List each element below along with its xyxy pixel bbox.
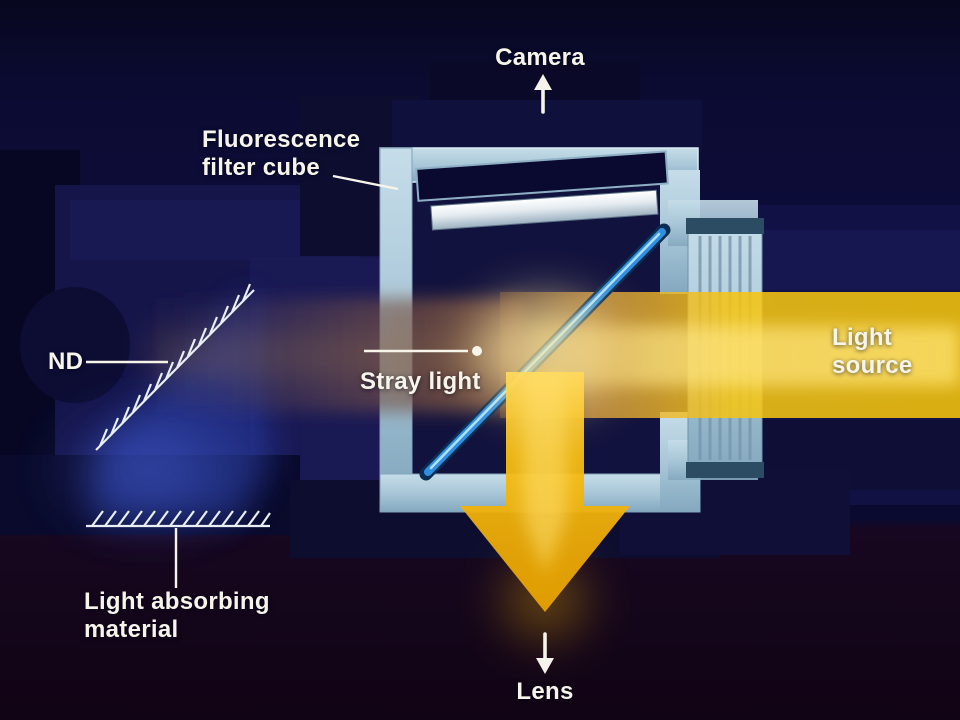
nd-filter [95, 283, 255, 451]
filter-cube-pointer [332, 174, 399, 191]
emission-filter [415, 150, 669, 231]
label-nd: ND [48, 348, 84, 375]
light-absorbing-material [86, 510, 271, 528]
stray-light-pointer-dot [472, 346, 482, 356]
label-lens: Lens [516, 678, 574, 705]
lens-arrow-icon [536, 632, 554, 674]
label-light-source: Light source [832, 324, 913, 380]
label-stray-light: Stray light [360, 368, 481, 395]
stray-light-beam [140, 298, 525, 412]
annotation-lines [86, 174, 468, 588]
label-camera: Camera [495, 44, 585, 71]
label-filter-cube: Fluorescence filter cube [202, 126, 361, 182]
camera-arrow-icon [534, 74, 552, 114]
reflected-beam-arrow [460, 372, 630, 638]
label-light-absorbing: Light absorbing material [84, 588, 270, 644]
